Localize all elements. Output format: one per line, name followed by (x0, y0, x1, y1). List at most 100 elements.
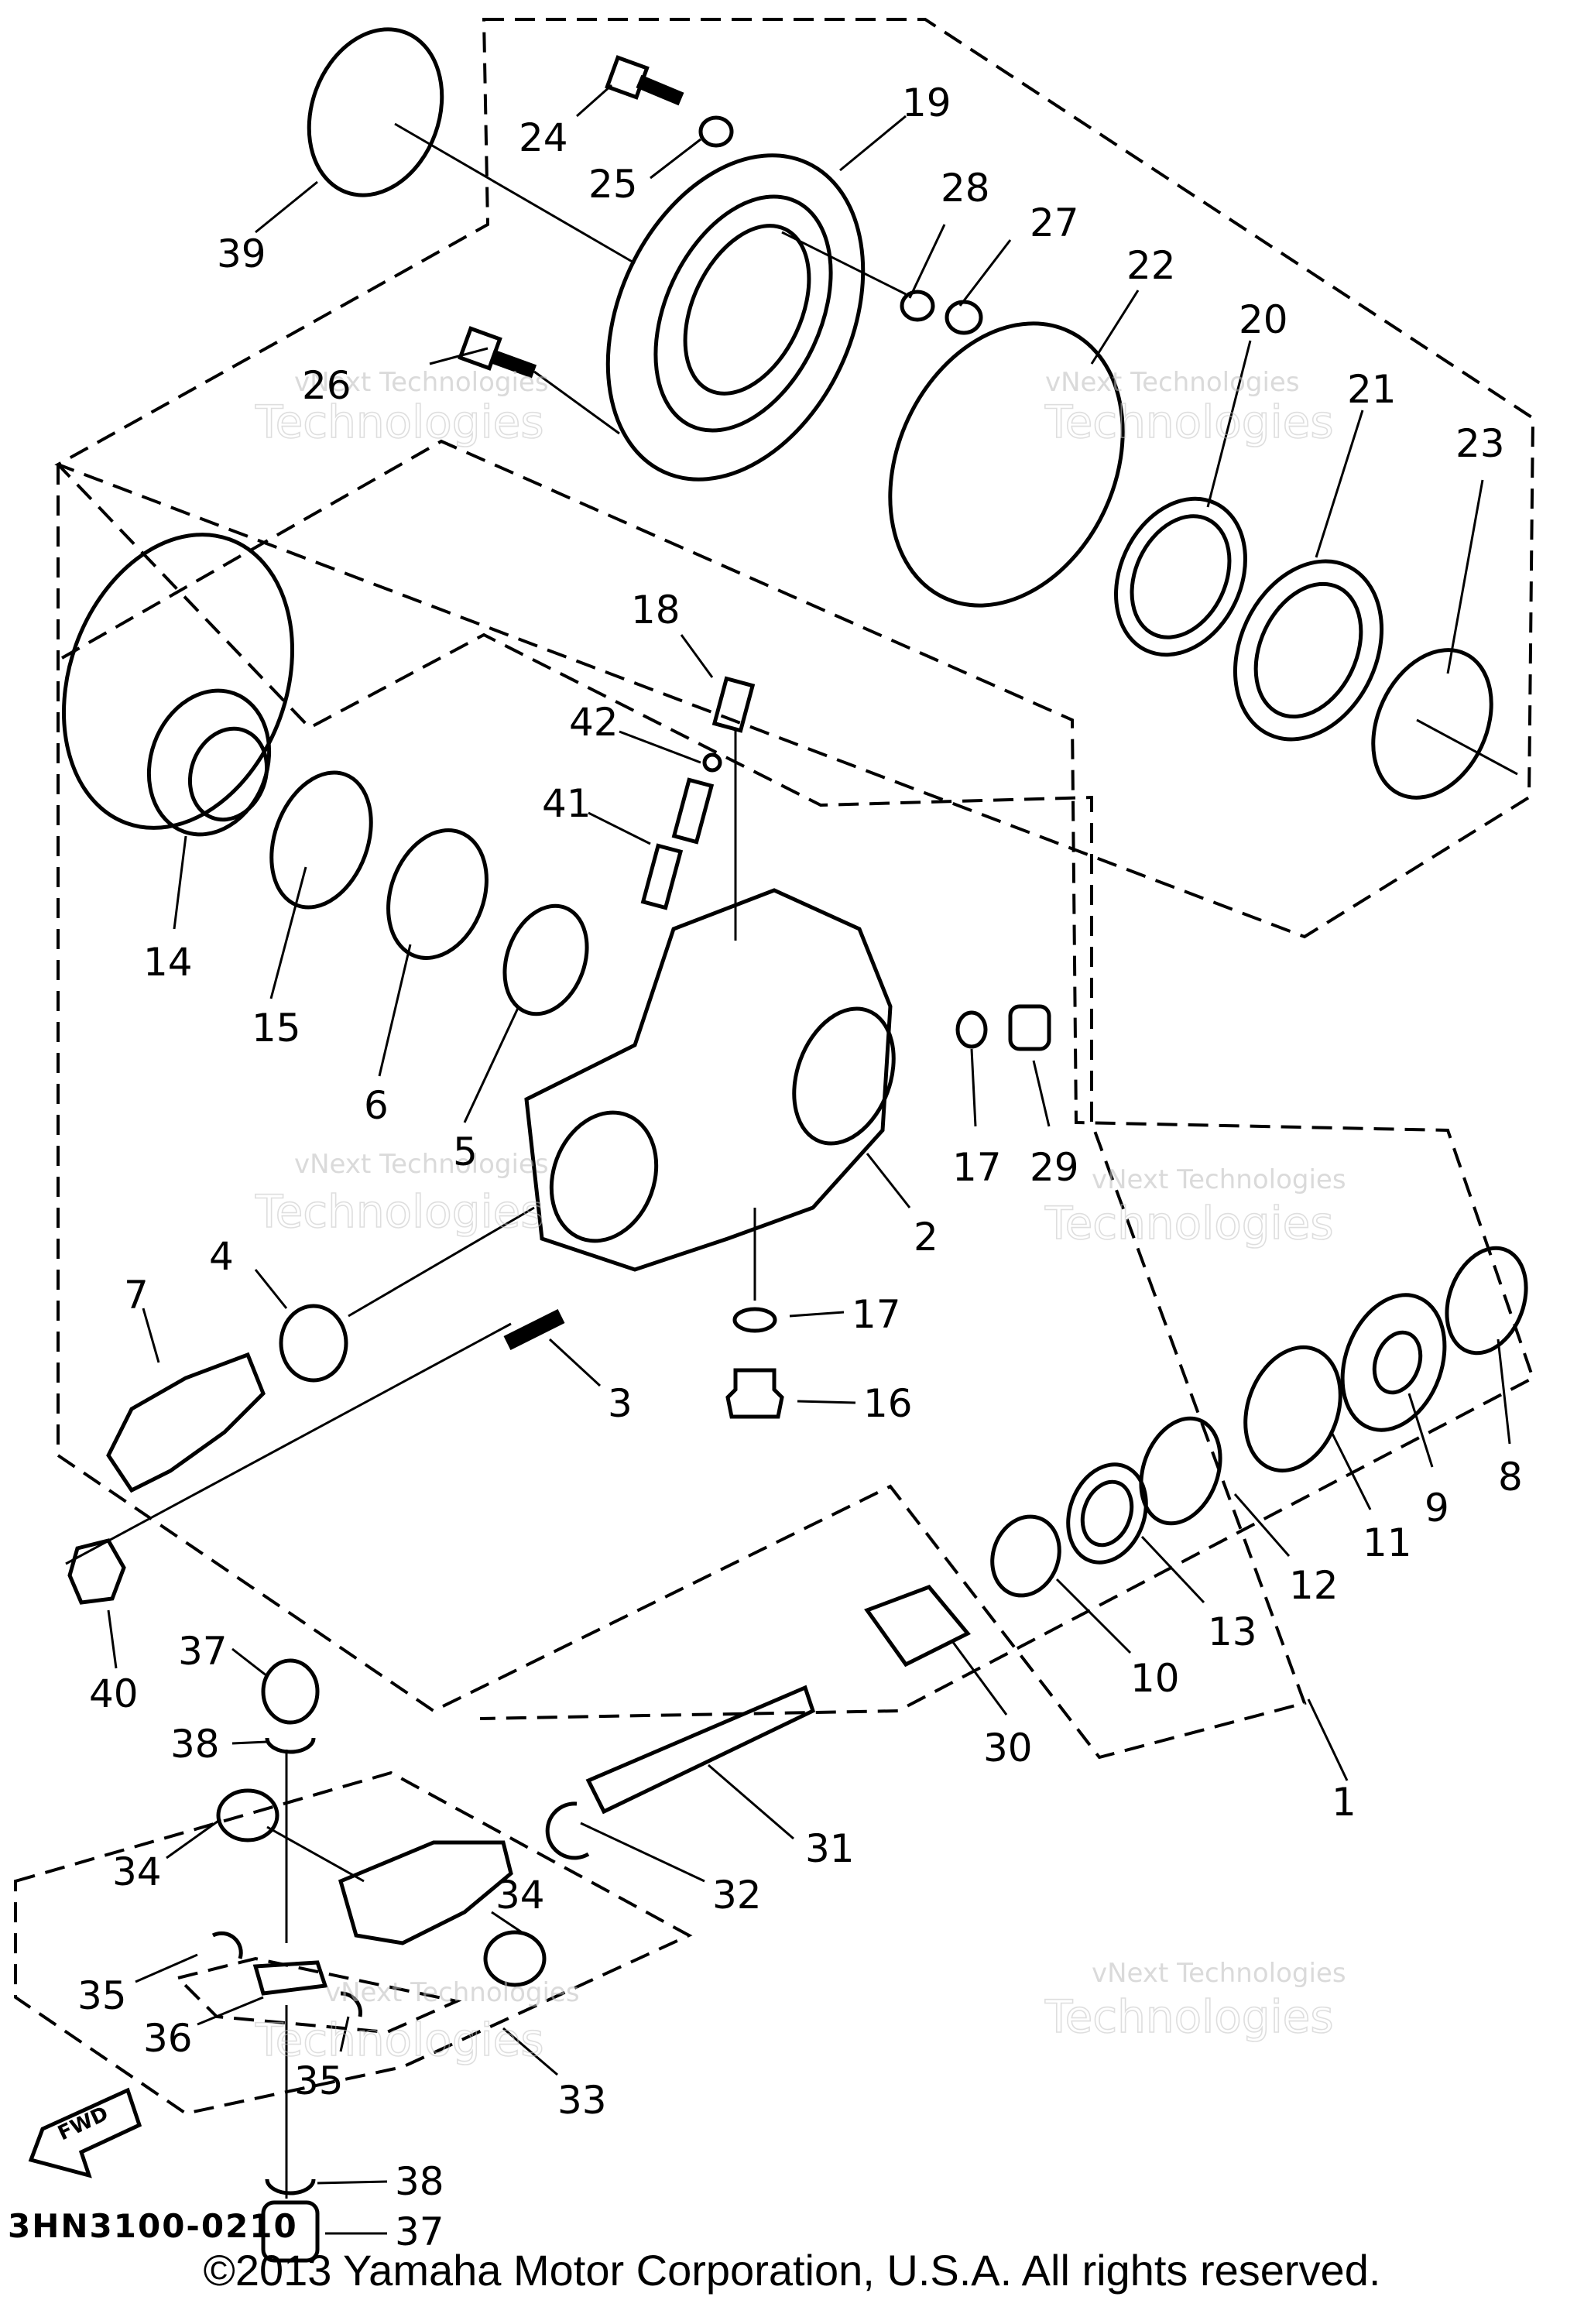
leader-14 (173, 835, 187, 930)
pin-41-b (640, 843, 684, 910)
housing-2-bore (792, 1006, 896, 1146)
bearing-30 (864, 1585, 971, 1668)
collar-10 (990, 1514, 1061, 1598)
leader-38-bottom (317, 2180, 388, 2185)
leader-28 (908, 224, 946, 299)
bearing-4 (279, 1304, 348, 1383)
callout-7: 7 (124, 1273, 149, 1318)
leader-3 (548, 1338, 602, 1387)
callout-37-top: 37 (178, 1629, 228, 1674)
callout-34a: 34 (112, 1849, 162, 1894)
seal-13 (1066, 1462, 1148, 1565)
shim-23 (1371, 648, 1493, 800)
leader-28-to-19 (781, 231, 907, 296)
callout-35a: 35 (77, 1973, 127, 2018)
leader-39 (255, 180, 318, 234)
callout-41: 41 (542, 781, 591, 826)
leader-21 (1315, 410, 1364, 558)
spider-36 (252, 1960, 328, 1996)
leader-2 (866, 1153, 911, 1208)
leader-37-top (231, 1647, 268, 1678)
callout-26: 26 (302, 363, 351, 408)
leader-34a-axis (266, 1825, 365, 1883)
leader-lines (65, 84, 1518, 2235)
leader-35b (339, 2016, 350, 2052)
leader-1 (1307, 1698, 1349, 1781)
leader-4-axis (348, 1206, 535, 1318)
leader-25 (650, 138, 701, 180)
callout-9: 9 (1425, 1486, 1449, 1530)
yoke (338, 1840, 513, 1945)
watermark-3: vNext Technologies (294, 1149, 549, 1180)
seal-21 (1233, 559, 1384, 742)
washer-17b (732, 1307, 777, 1333)
leader-27 (958, 239, 1012, 307)
watermark-3b: Technologies (255, 1185, 544, 1238)
callout-14: 14 (143, 940, 193, 985)
seal-21-inner (1253, 581, 1363, 719)
callout-20: 20 (1239, 297, 1288, 342)
leader-8 (1497, 1339, 1511, 1445)
leader-39-to-19 (394, 122, 636, 265)
pin-41-a (671, 777, 715, 845)
callout-2: 2 (914, 1215, 938, 1260)
callout-17b: 17 (852, 1292, 901, 1337)
leader-16 (797, 1400, 856, 1404)
leader-22 (1090, 290, 1140, 365)
leader-41 (588, 811, 651, 845)
outline-housing-group (57, 463, 1307, 1760)
callout-39: 39 (217, 231, 266, 276)
callout-16: 16 (863, 1381, 913, 1426)
watermark-2: vNext Technologies (1045, 367, 1300, 398)
plug-16 (725, 1368, 784, 1419)
leader-12 (1233, 1493, 1291, 1557)
cap-37-top (261, 1658, 320, 1725)
watermark-5b: Technologies (255, 2014, 544, 2066)
callout-25: 25 (588, 162, 638, 207)
callout-18: 18 (631, 588, 681, 632)
callout-38-top: 38 (170, 1722, 220, 1767)
o-ring-22 (888, 321, 1125, 608)
clip-38-top (265, 1737, 316, 1754)
callout-24: 24 (519, 115, 568, 160)
watermark-4: vNext Technologies (1092, 1164, 1346, 1195)
copyright-notice: ©2013 Yamaha Motor Corporation, U.S.A. A… (203, 2246, 1381, 2295)
bearing-9 (1340, 1293, 1447, 1432)
leader-26-to-19 (533, 370, 620, 435)
watermark-6b: Technologies (1044, 1990, 1334, 2043)
parts (62, 27, 1528, 2263)
seal-13-inner (1080, 1479, 1134, 1548)
bolt-26 (458, 326, 537, 379)
callout-32: 32 (712, 1873, 762, 1918)
callout-30: 30 (983, 1726, 1033, 1770)
washer-17a (955, 1010, 988, 1049)
callout-28: 28 (941, 166, 990, 211)
watermark-2b: Technologies (1044, 396, 1334, 448)
o-ring-12 (1139, 1416, 1222, 1526)
leader-30 (951, 1640, 1008, 1716)
cap-37-bottom (261, 2200, 320, 2263)
callout-31: 31 (805, 1826, 855, 1871)
shim-5 (502, 903, 589, 1016)
callout-8: 8 (1498, 1455, 1523, 1500)
watermark-1: vNext Technologies (294, 367, 549, 398)
plug-29 (1008, 1004, 1051, 1051)
cap-34-a (216, 1788, 279, 1842)
clip-38-bottom (265, 2178, 316, 2195)
shaft-31 (585, 1685, 816, 1815)
bolt-24 (605, 55, 684, 106)
leader-23 (1446, 479, 1484, 674)
leader-23-tail (1416, 718, 1518, 776)
stud-3 (503, 1309, 565, 1350)
callout-3: 3 (608, 1381, 633, 1426)
callout-36: 36 (143, 2016, 193, 2061)
leader-17b (789, 1311, 845, 1318)
callout-29: 29 (1030, 1145, 1079, 1190)
watermark-5: vNext Technologies (325, 1977, 580, 2008)
watermark-4b: Technologies (1044, 1197, 1334, 1249)
clip-32 (545, 1801, 590, 1860)
callout-21: 21 (1347, 367, 1397, 412)
plug-27 (945, 300, 983, 335)
